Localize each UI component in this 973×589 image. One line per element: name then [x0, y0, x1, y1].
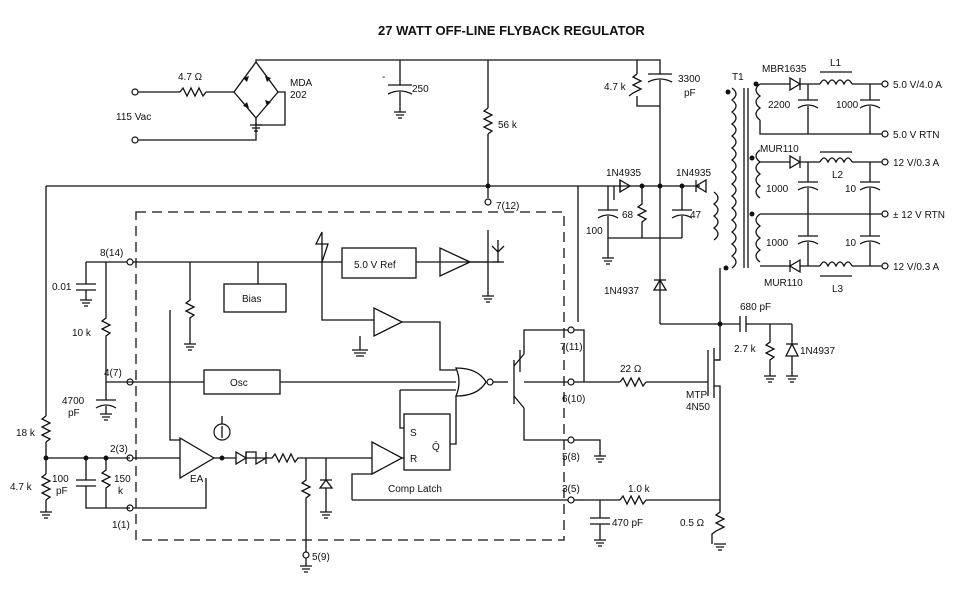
mbr1635-label: MBR1635	[762, 64, 807, 75]
c10-b-label: 10	[845, 238, 857, 249]
c470-label: 470 pF	[612, 518, 643, 529]
osc-block-label: Osc	[230, 378, 248, 389]
pin-3-5-label: 3(5)	[562, 484, 580, 495]
rsense-label: 0.5 Ω	[680, 518, 705, 529]
transformer-label: T1	[732, 72, 744, 83]
r18k-label: 18 k	[16, 428, 36, 439]
latch-r-label: R	[410, 454, 417, 465]
pin-7-12-label: 7(12)	[496, 201, 519, 212]
ea-label: EA	[190, 474, 204, 485]
ref-block-label: 5.0 V Ref	[354, 260, 396, 271]
latch-qbar-label: Q̄	[432, 440, 440, 453]
pin-8-14-label: 8(14)	[100, 248, 123, 259]
out-12v-neg-label: 12 V/0.3 A	[893, 262, 939, 273]
l1-label: L1	[830, 58, 842, 69]
error-amp	[179, 436, 216, 480]
transformer: T1	[723, 72, 762, 271]
ac-source-label: 115 Vac	[116, 112, 151, 123]
rtn-12v-label: ± 12 V RTN	[893, 210, 945, 221]
comp-latch-block	[403, 413, 451, 471]
mur110-top-label: MUR110	[760, 144, 799, 155]
pin-2-3-label: 2(3)	[110, 444, 128, 455]
l2-label: L2	[832, 170, 844, 181]
aux-supply: 1N4935 1N4935 100 68 47 1N4937	[577, 168, 719, 322]
svg-text:-: -	[382, 72, 385, 83]
pin-6-10-label: 6(10)	[562, 394, 585, 405]
r47k-label: 4.7 k	[10, 482, 33, 493]
l3-label: L3	[832, 284, 844, 295]
bias-block-label: Bias	[242, 294, 261, 305]
c1000-5v-label: 1000	[836, 100, 859, 111]
output-12v: MUR110 L2 12 V/0.3 A 1000 10 ± 12 V RTN …	[760, 144, 945, 295]
ic-internals: 8(14) 5.0 V Ref Bias 4(7) Osc 7(11)	[86, 230, 606, 573]
out-5v-label: 5.0 V/4.0 A	[893, 80, 942, 91]
mur110-bot-label: MUR110	[764, 278, 803, 289]
d1n4935-a-label: 1N4935	[606, 168, 641, 179]
current-sense: 1.0 k 470 pF 0.5 Ω	[584, 484, 726, 551]
output-5v: MBR1635 L1 5.0 V/4.0 A 2200 1000 5.0 V R…	[759, 58, 942, 141]
rtn-5v-label: 5.0 V RTN	[893, 130, 940, 141]
d4937-gate-label: 1N4937	[800, 346, 835, 357]
c680-label: 680 pF	[740, 302, 771, 313]
c47-label: 47	[690, 210, 702, 221]
pin-5-8-label: 5(8)	[562, 452, 580, 463]
pin-7-11-label: 7(11)	[560, 342, 583, 353]
bias-block	[223, 283, 287, 313]
pin-1-1-label: 1(1)	[112, 520, 130, 531]
c1000-a-label: 1000	[766, 184, 789, 195]
r10k-label: 10 k	[72, 328, 92, 339]
comp-latch-label: Comp Latch	[388, 484, 442, 495]
c001-label: 0.01	[52, 282, 72, 293]
bridge-rectifier	[233, 60, 279, 120]
d1n4937-label: 1N4937	[604, 286, 639, 297]
c2200-label: 2200	[768, 100, 791, 111]
startup-network: 56 k 7(12) 18 k 4.7 k	[10, 59, 700, 519]
ref-block	[341, 247, 417, 279]
bulk-cap-label: 250	[412, 84, 429, 95]
pin-5-9-label: 5(9)	[312, 552, 330, 563]
out-12v-pos-label: 12 V/0.3 A	[893, 158, 939, 169]
r22-label: 22 Ω	[620, 364, 642, 375]
c68-label: 68	[622, 210, 634, 221]
c10-a-label: 10	[845, 184, 857, 195]
fuse-resistor-label: 4.7 Ω	[178, 72, 203, 83]
c1000-b-label: 1000	[766, 238, 789, 249]
diagram-title: 27 WATT OFF-LINE FLYBACK REGULATOR	[378, 23, 645, 38]
c100-aux-label: 100	[586, 226, 603, 237]
pin-4-7-label: 4(7)	[104, 368, 122, 379]
ic-boundary	[135, 211, 565, 541]
startup-resistor-label: 56 k	[498, 120, 518, 131]
snubber-res-label: 4.7 k	[604, 82, 627, 93]
r1k-label: 1.0 k	[628, 484, 651, 495]
r27k-label: 2.7 k	[734, 344, 757, 355]
latch-s-label: S	[410, 428, 417, 439]
d1n4935-b-label: 1N4935	[676, 168, 711, 179]
